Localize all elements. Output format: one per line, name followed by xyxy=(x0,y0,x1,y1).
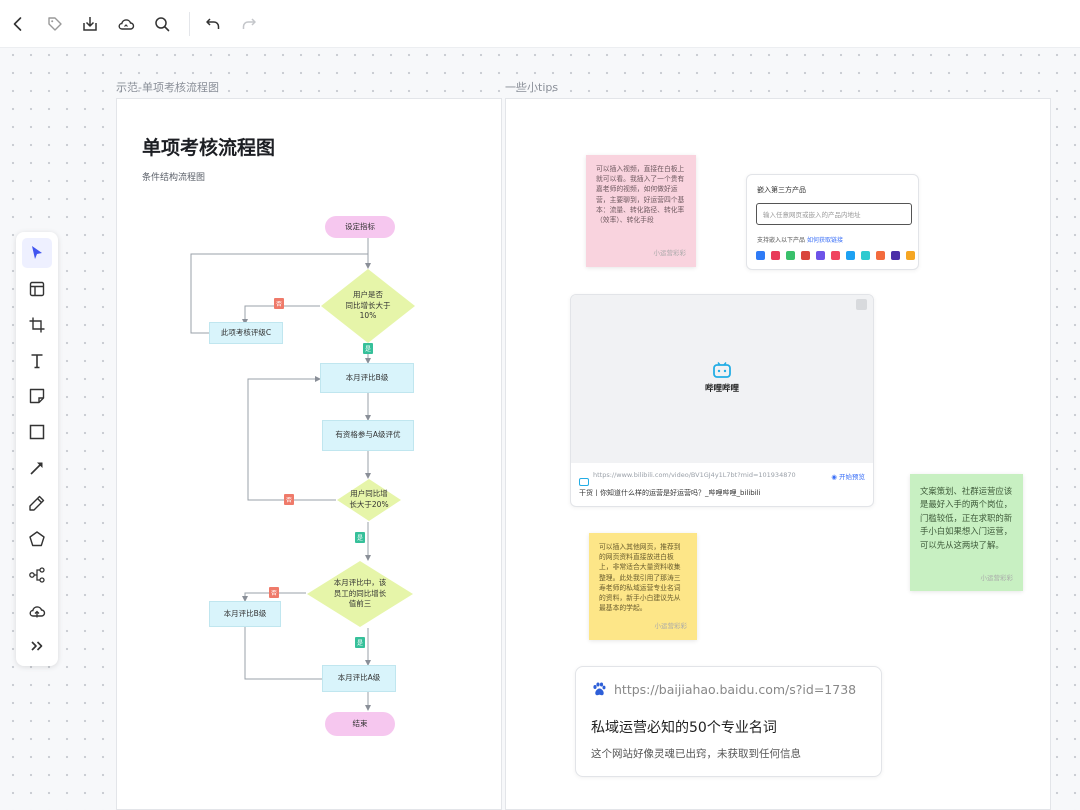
sticky-note-yellow[interactable]: 可以插入其他网页，推荐到的网页资料直接放进白板上，非常适合大量资料收集整理。此处… xyxy=(589,533,697,640)
flow-decision-growth-10[interactable]: 用户是否 同比增长大于 10% xyxy=(320,268,416,344)
calendar-app-icon[interactable] xyxy=(756,251,765,260)
no-tag: 否 xyxy=(274,298,284,309)
embed-product-card[interactable]: 嵌入第三方产品 输入任意网页或嵌入的产品内地址 支持嵌入以下产品 如何获取链接 xyxy=(746,174,919,270)
tag-icon[interactable] xyxy=(43,12,67,36)
flowchart-title: 单项考核流程图 xyxy=(142,137,276,159)
web-link-card[interactable]: https://baijiahao.baidu.com/s?id=1738 私域… xyxy=(575,666,882,777)
bilibili-logo-icon xyxy=(701,362,743,382)
eye-icon: ◉ xyxy=(831,473,839,481)
toolbar-divider xyxy=(189,12,190,36)
search-icon[interactable] xyxy=(150,12,174,36)
flow-decision-top-three-label: 本月评比中，该 员工的同比增长 值前三 xyxy=(333,577,387,609)
start-preview-label: 开始预览 xyxy=(839,473,865,481)
sticky-note-pink[interactable]: 可以插入视频，直接在白板上就可以看。我插入了一个贵有嘉老师的视频，如何做好运营，… xyxy=(586,155,696,267)
frame-label-right[interactable]: 一些小tips xyxy=(505,81,559,94)
top-toolbar xyxy=(0,0,1080,48)
sticky-note-author: 小运营彩彩 xyxy=(653,249,687,258)
upload-icon[interactable] xyxy=(22,596,52,626)
yes-tag: 是 xyxy=(363,343,373,354)
design-app-icon[interactable] xyxy=(891,251,900,260)
frame-label-left[interactable]: 示范-单项考核流程图 xyxy=(116,81,219,94)
embed-support-prefix: 支持嵌入以下产品 xyxy=(757,237,806,244)
start-preview-button[interactable]: ◉ 开始预览 xyxy=(831,471,865,481)
download-icon[interactable] xyxy=(78,12,102,36)
pentagon-icon[interactable] xyxy=(22,524,52,554)
select-icon[interactable] xyxy=(22,238,52,268)
sticky-note-icon[interactable] xyxy=(22,381,52,411)
text-icon[interactable] xyxy=(22,346,52,376)
embed-support-text: 支持嵌入以下产品 如何获取链接 xyxy=(757,235,843,244)
flow-grade-b2-node[interactable]: 本月评比B级 xyxy=(209,601,281,627)
map-app-icon[interactable] xyxy=(876,251,885,260)
music-app-icon[interactable] xyxy=(831,251,840,260)
embed-product-icons xyxy=(756,251,915,260)
share-app-icon[interactable] xyxy=(846,251,855,260)
link-url[interactable]: https://baijiahao.baidu.com/s?id=1738 xyxy=(614,682,857,697)
bilibili-caption: 干货丨你知道什么样的运营是好运营吗？_哔哩哔哩_bilibili xyxy=(579,489,761,497)
link-description: 这个网站好像灵魂已出窍，未获取到任何信息 xyxy=(591,748,801,760)
cloud-icon[interactable] xyxy=(114,12,138,36)
flow-qualify-node[interactable]: 有资格参与A级评优 xyxy=(322,420,414,451)
sticky-note-author: 小运营彩彩 xyxy=(980,573,1014,582)
flow-end-node[interactable]: 结束 xyxy=(325,712,395,736)
sticky-note-text: 文案策划、社群运营应该是最好入手的两个岗位，门槛较低，正在求职的新手小白如果想入… xyxy=(920,486,1013,550)
yes-tag: 是 xyxy=(355,532,365,543)
sticky-note-green[interactable]: 文案策划、社群运营应该是最好入手的两个岗位，门槛较低，正在求职的新手小白如果想入… xyxy=(910,474,1023,591)
flow-grade-a-node[interactable]: 本月评比A级 xyxy=(322,665,396,692)
undo-icon[interactable] xyxy=(201,12,225,36)
embed-product-title: 嵌入第三方产品 xyxy=(757,186,806,194)
sticky-note-author: 小运营彩彩 xyxy=(654,622,688,631)
no-tag: 否 xyxy=(284,494,294,505)
bilibili-name: 哔哩哔哩 xyxy=(704,384,739,394)
play-app-icon[interactable] xyxy=(786,251,795,260)
star-app-icon[interactable] xyxy=(906,251,915,260)
expand-icon[interactable] xyxy=(856,299,867,310)
embed-url-input[interactable]: 输入任意网页或嵌入的产品内地址 xyxy=(756,203,912,225)
arrow-icon[interactable] xyxy=(22,453,52,483)
no-tag: 否 xyxy=(269,587,279,598)
flow-decision-growth-10-label: 用户是否 同比增长大于 10% xyxy=(345,289,391,321)
flow-grade-b-node[interactable]: 本月评比B级 xyxy=(320,363,414,393)
pen-icon[interactable] xyxy=(22,488,52,518)
tv-icon xyxy=(579,471,589,486)
flowchart-frame[interactable] xyxy=(116,98,502,810)
flow-decision-top-three[interactable]: 本月评比中，该 员工的同比增长 值前三 xyxy=(306,560,414,628)
left-tool-palette xyxy=(16,232,58,666)
flow-decision-growth-20[interactable]: 用户同比增 长大于20% xyxy=(336,478,402,522)
baidu-paw-icon xyxy=(591,681,607,697)
video-preview[interactable]: 哔哩哔哩 xyxy=(571,295,873,463)
chart-app-icon[interactable] xyxy=(861,251,870,260)
crop-icon[interactable] xyxy=(22,310,52,340)
flow-start-node[interactable]: 设定指标 xyxy=(325,216,395,238)
bilibili-url[interactable]: https://www.bilibili.com/video/BV1GJ4y1L… xyxy=(593,471,796,479)
sticky-note-text: 可以插入视频，直接在白板上就可以看。我插入了一个贵有嘉老师的视频，如何做好运营，… xyxy=(596,165,685,224)
more-icon[interactable] xyxy=(22,631,52,661)
link-title[interactable]: 私域运营必知的50个专业名词 xyxy=(591,720,777,736)
back-icon[interactable] xyxy=(6,12,30,36)
frame-layout-icon[interactable] xyxy=(22,274,52,304)
flowchart-subtitle: 条件结构流程图 xyxy=(142,173,206,183)
flow-decision-growth-20-label: 用户同比增 长大于20% xyxy=(349,489,389,509)
rectangle-icon[interactable] xyxy=(22,417,52,447)
flow-grade-c-node[interactable]: 此项考核评级C xyxy=(209,322,283,344)
yes-tag: 是 xyxy=(355,637,365,648)
media-app-icon[interactable] xyxy=(771,251,780,260)
sticky-note-text: 可以插入其他网页，推荐到的网页资料直接放进白板上，非常适合大量资料收集整理。此处… xyxy=(599,543,681,613)
bilibili-embed-card[interactable]: 哔哩哔哩 https://www.bilibili.com/video/BV1G… xyxy=(570,294,874,507)
redo-icon[interactable] xyxy=(237,12,261,36)
doc-app-icon[interactable] xyxy=(801,251,810,260)
embed-how-to-link[interactable]: 如何获取链接 xyxy=(806,237,843,244)
form-app-icon[interactable] xyxy=(816,251,825,260)
mindmap-icon[interactable] xyxy=(22,560,52,590)
